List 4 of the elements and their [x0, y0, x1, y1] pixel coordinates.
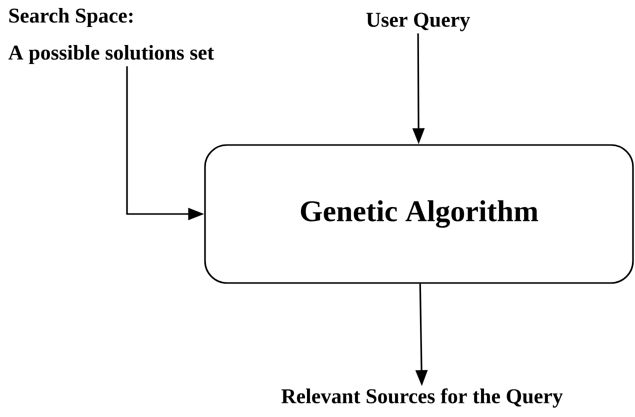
process-box: Genetic Algorithm: [204, 144, 634, 284]
text-label: User Query: [366, 12, 470, 32]
text-label: Search Space: A possible solutions set: [8, 8, 214, 64]
text-label: Relevant Sources for the Query: [281, 388, 563, 408]
